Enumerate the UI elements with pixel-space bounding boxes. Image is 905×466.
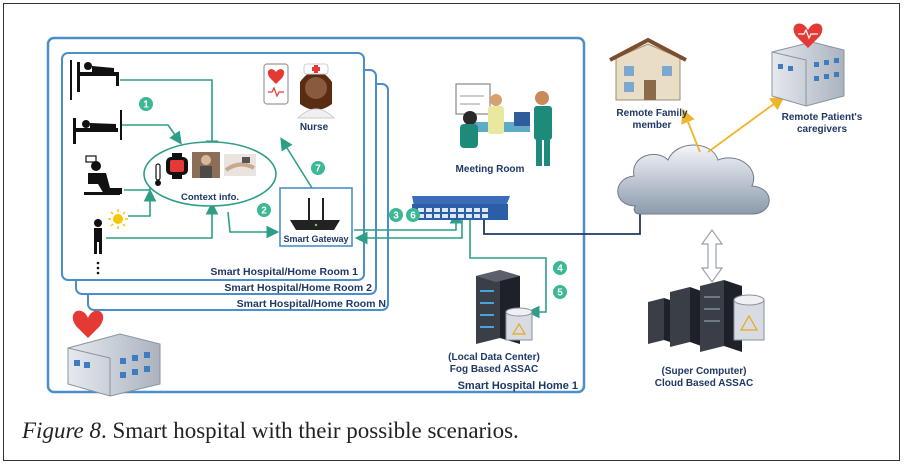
nurse-avatar-icon: [296, 63, 336, 119]
local-dc-label-1: (Local Data Center): [448, 352, 540, 363]
cloud-icon: [617, 144, 770, 215]
cloud-dc-label-2: Cloud Based ASSAC: [655, 378, 754, 389]
local-dc-label-2: Fog Based ASSAC: [450, 364, 539, 375]
meeting-room-illustration: [455, 83, 552, 166]
room-2-label: Smart Hospital/Home Room 2: [224, 282, 372, 294]
step-badge-7: 7: [311, 161, 325, 175]
meeting-room-label: Meeting Room: [456, 164, 525, 175]
svg-text:4: 4: [557, 264, 563, 275]
home-label: Smart Hospital Home 1: [458, 380, 578, 392]
remote-family-label-1: Remote Family: [616, 108, 688, 119]
svg-text:3: 3: [393, 211, 399, 222]
bidirectional-arrow-icon: [700, 228, 724, 284]
patient-chair-icon: [84, 155, 122, 195]
activity-photo-icon: [192, 152, 220, 178]
patient-bed-icon-1: [70, 60, 119, 100]
smartwatch-icon: [166, 153, 188, 179]
step-badge-1: 1: [139, 97, 153, 111]
room-1-label: Smart Hospital/Home Room 1: [210, 266, 358, 278]
step-badge-4: 4: [553, 261, 567, 275]
svg-text:6: 6: [410, 211, 416, 222]
context-info-label: Context info.: [181, 192, 239, 203]
step-badge-3: 3: [389, 208, 403, 222]
router-icon: [290, 198, 340, 230]
figure-number: Figure 8: [22, 418, 101, 443]
svg-text:7: 7: [315, 164, 321, 175]
svg-text:2: 2: [261, 206, 267, 217]
smart-hospital-home-frame: [46, 36, 586, 394]
network-switch-icon: [412, 196, 510, 220]
thermometer-icon: [155, 163, 161, 186]
super-computer-icon: [648, 280, 742, 352]
blood-pressure-photo-icon: [224, 154, 256, 176]
step-badge-5: 5: [553, 285, 567, 299]
smart-gateway-box: [279, 187, 353, 247]
smart-gateway-label: Smart Gateway: [283, 234, 348, 244]
caption-text: . Smart hospital with their possible sce…: [101, 418, 519, 443]
step-badge-6: 6: [406, 208, 420, 222]
sun-icon: [108, 209, 128, 229]
remote-family-house-icon: [609, 37, 687, 101]
more-dots-icon: [96, 261, 100, 275]
mobile-heart-monitor-icon: [263, 63, 289, 105]
patient-bed-icon-2: [73, 110, 122, 144]
switch-cloud-link: [483, 200, 641, 235]
step-badge-2: 2: [257, 203, 271, 217]
person-icon: [94, 219, 102, 254]
svg-text:1: 1: [143, 100, 149, 111]
hospital-building-icon: [67, 310, 161, 397]
cloud-database-icon: [733, 294, 765, 341]
nurse-label: Nurse: [300, 122, 329, 133]
svg-text:5: 5: [557, 288, 563, 299]
figure-caption: Figure 8. Smart hospital with their poss…: [22, 418, 519, 444]
local-database-icon: [505, 307, 533, 341]
room-n-label: Smart Hospital/Home Room N: [237, 298, 386, 310]
remote-caregivers-label-2: caregivers: [797, 124, 847, 135]
cloud-dc-label-1: (Super Computer): [662, 366, 747, 377]
remote-caregivers-label-1: Remote Patient's: [782, 112, 863, 123]
remote-caregivers-hospital-icon: [771, 23, 845, 107]
remote-family-label-2: member: [633, 120, 672, 131]
